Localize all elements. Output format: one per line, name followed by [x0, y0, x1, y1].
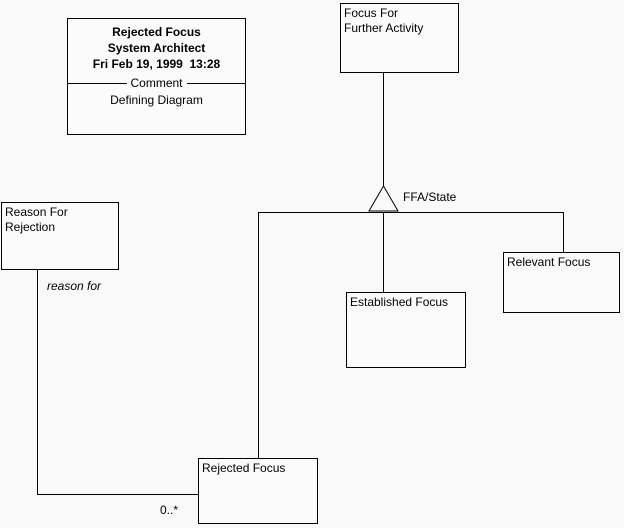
- comment-divider: Comment: [68, 75, 245, 91]
- node-label: Relevant Focus: [507, 255, 591, 269]
- connector-ffa-to-triangle: [383, 73, 384, 186]
- title-comment-text: Defining Diagram: [110, 93, 203, 107]
- node-relevant-focus[interactable]: Relevant Focus: [503, 252, 620, 313]
- title-tool-name: System Architect: [107, 41, 206, 55]
- diagram-title-box[interactable]: Rejected Focus System Architect Fri Feb …: [67, 18, 246, 135]
- connector-reason-association-vertical: [37, 269, 38, 494]
- association-role-label: reason for: [47, 279, 102, 293]
- connector-branch-to-established-focus: [383, 212, 384, 292]
- node-rejected-focus[interactable]: Rejected Focus: [198, 458, 318, 524]
- title-timestamp: Fri Feb 19, 1999 13:28: [92, 57, 221, 71]
- node-reason-for-rejection[interactable]: Reason For Rejection: [1, 202, 119, 270]
- multiplicity-label: 0..*: [160, 503, 179, 517]
- connector-branch-to-rejected-focus: [258, 212, 259, 458]
- connector-branch-to-relevant-focus: [563, 212, 564, 252]
- node-label: Focus For Further Activity: [344, 6, 424, 35]
- connector-generalization-crossbar: [258, 212, 564, 213]
- node-established-focus[interactable]: Established Focus: [346, 292, 466, 368]
- node-label: Reason For Rejection: [5, 205, 68, 234]
- generalization-triangle-icon: [368, 185, 399, 212]
- comment-divider-label: Comment: [130, 76, 183, 90]
- node-label: Rejected Focus: [202, 461, 286, 475]
- node-focus-for-further-activity[interactable]: Focus For Further Activity: [340, 3, 459, 73]
- connector-reason-association-horizontal: [37, 494, 198, 495]
- title-diagram-name: Rejected Focus: [112, 25, 201, 39]
- node-label: Established Focus: [350, 295, 449, 309]
- generalization-label: FFA/State: [403, 190, 457, 204]
